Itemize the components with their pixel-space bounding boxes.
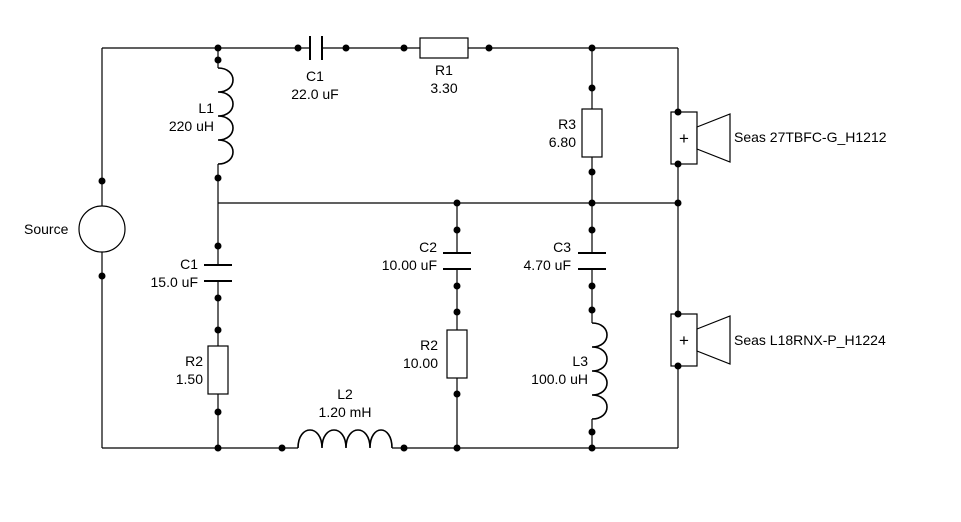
r2-mid-value: 10.00 <box>403 355 438 371</box>
resistor-r2-left <box>207 345 229 395</box>
c3-value: 4.70 uF <box>524 257 571 273</box>
l2-name: L2 <box>337 386 353 402</box>
speaker-woofer <box>670 313 731 367</box>
capacitor-c1-low <box>204 264 232 282</box>
inductor-l2 <box>297 429 393 449</box>
r2-mid-name: R2 <box>420 337 438 353</box>
c1-low-value: 15.0 uF <box>151 274 198 290</box>
tweeter-polarity: + <box>679 129 689 148</box>
speaker-tweeter <box>670 111 731 165</box>
c1-top-value: 22.0 uF <box>291 86 338 102</box>
resistor-r2-mid <box>446 329 468 379</box>
r2-left-name: R2 <box>185 353 203 369</box>
r2-left-value: 1.50 <box>176 371 203 387</box>
l3-value: 100.0 uH <box>531 371 588 387</box>
c1-top-name: C1 <box>306 68 324 84</box>
source-label: Source <box>24 221 69 237</box>
c1-low-name: C1 <box>180 256 198 272</box>
l2-value: 1.20 mH <box>319 404 372 420</box>
woofer-polarity: + <box>679 331 689 350</box>
tweeter-label: Seas 27TBFC-G_H1212 <box>734 129 887 145</box>
l3-name: L3 <box>572 353 588 369</box>
c3-name: C3 <box>553 239 571 255</box>
resistor-r1-top <box>419 37 469 59</box>
woofer-label: Seas L18RNX-P_H1224 <box>734 332 886 348</box>
l1-name: L1 <box>198 100 214 116</box>
wires <box>101 47 679 449</box>
r1-top-value: 3.30 <box>430 80 457 96</box>
c2-name: C2 <box>419 239 437 255</box>
capacitor-c2 <box>443 252 471 270</box>
capacitor-c1-top <box>309 36 323 60</box>
junction-dots <box>98 44 682 452</box>
source <box>78 205 126 253</box>
inductor-l1 <box>217 67 234 165</box>
r3-value: 6.80 <box>549 134 576 150</box>
r1-top-name: R1 <box>435 62 453 78</box>
r3-name: R3 <box>558 116 576 132</box>
inductor-l3 <box>591 322 608 420</box>
l1-value: 220 uH <box>169 118 214 134</box>
capacitor-c3 <box>578 252 606 270</box>
c2-value: 10.00 uF <box>382 257 437 273</box>
resistor-r3 <box>581 108 603 158</box>
